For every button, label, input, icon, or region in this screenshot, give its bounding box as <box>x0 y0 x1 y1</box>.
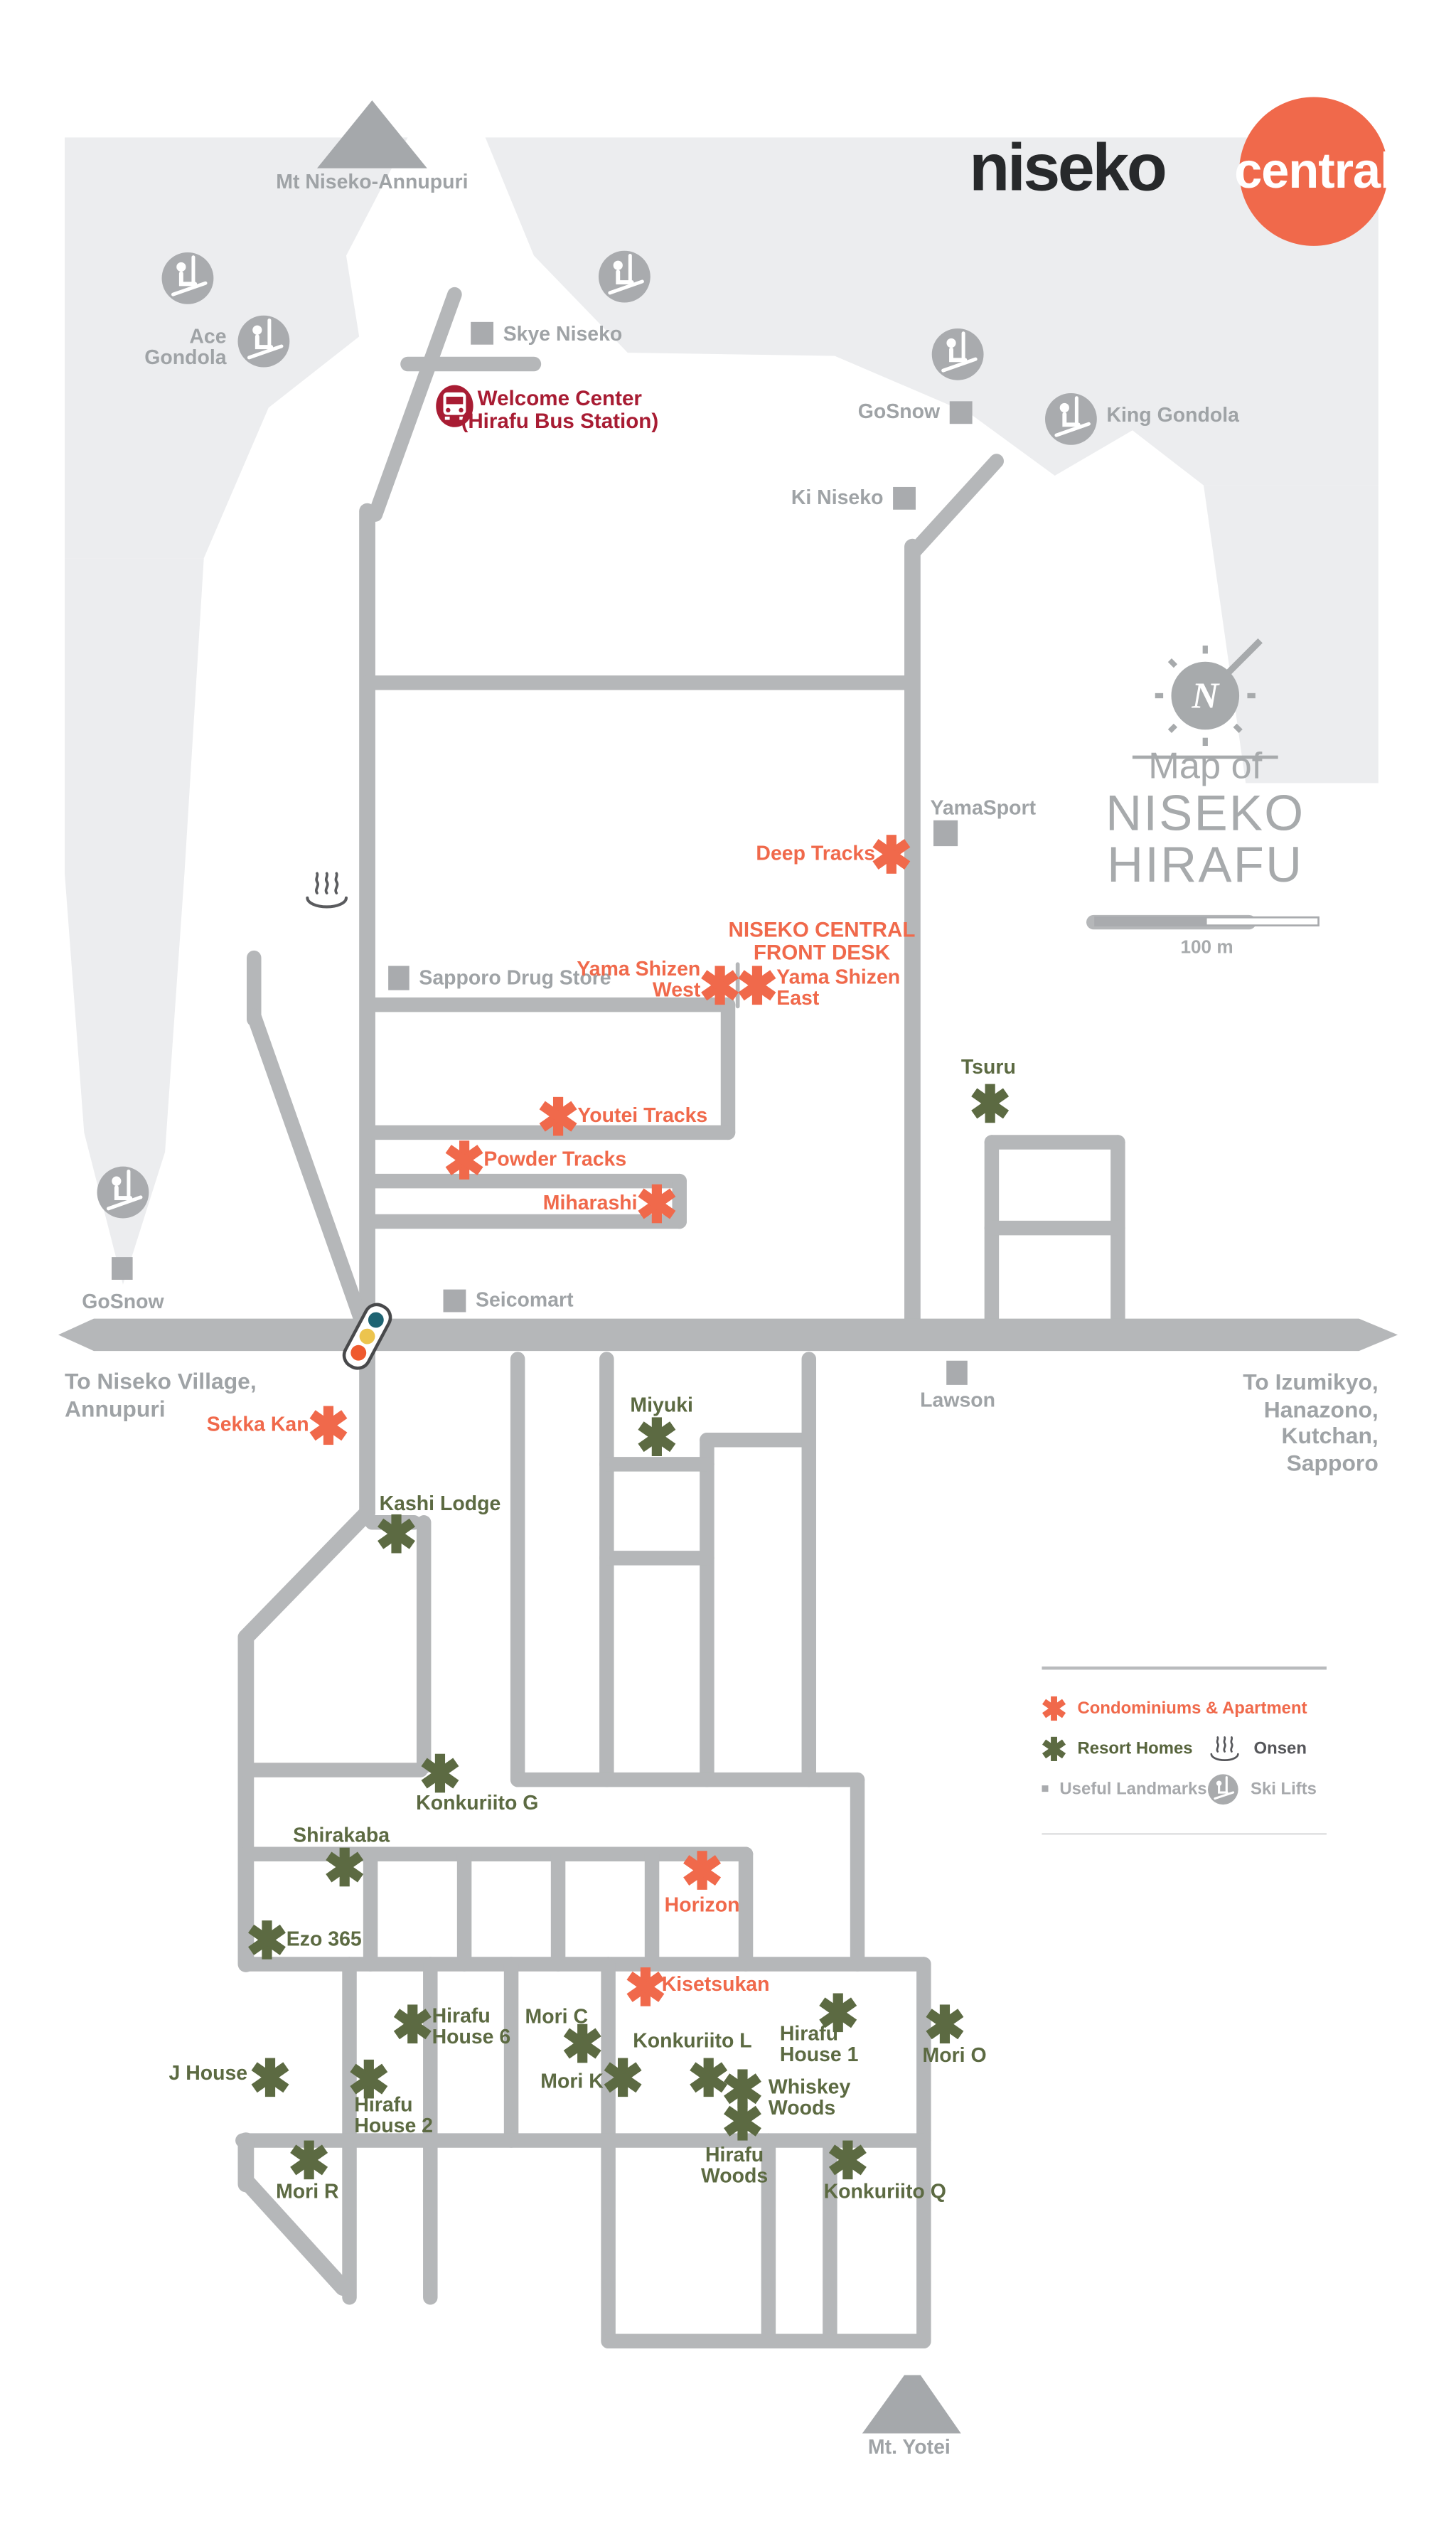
asterisk-arm <box>350 2063 388 2095</box>
resort-marker-miyuki <box>638 1417 676 1457</box>
road-segment <box>237 1504 375 1646</box>
asterisk-arm <box>251 2062 289 2093</box>
asterisk-arm <box>604 2062 642 2093</box>
condo-marker-deep-tracks <box>872 835 911 874</box>
ski-slope-area <box>65 137 408 559</box>
resort-marker-mori-c <box>563 2024 601 2063</box>
ski-lift-icon <box>598 250 651 303</box>
asterisk-arm <box>309 1410 348 1441</box>
resort-marker-shirakaba <box>326 1847 364 1887</box>
asterisk-arm <box>926 2009 964 2040</box>
asterisk-arm <box>421 1758 459 1789</box>
resort-marker-mori-r <box>290 2140 328 2180</box>
resort-marker-mori-o <box>926 2004 964 2044</box>
main-road <box>58 1318 1398 1352</box>
resort-marker-ezo-365 <box>248 1920 286 1960</box>
resort-marker-hirafu-woods <box>724 2101 761 2141</box>
asterisk-arm <box>819 1997 857 2028</box>
ski-lift-icon <box>97 1166 149 1219</box>
ski-lift-icon <box>237 315 290 368</box>
condo-marker-yama-shizen-east <box>738 966 776 1005</box>
ski-lift-icon <box>1045 392 1097 445</box>
landmark-square <box>949 401 973 424</box>
resort-marker-konkuriito-q <box>828 2140 867 2180</box>
road-segment <box>368 287 462 522</box>
condo-marker-youtei-tracks <box>539 1096 577 1136</box>
resort-marker-mori-k <box>604 2058 642 2097</box>
condo-marker-horizon <box>683 1851 722 1890</box>
road-segment <box>237 2173 351 2297</box>
resort-marker-konkuriito-g <box>421 1753 459 1793</box>
asterisk-arm <box>248 1924 286 1955</box>
resort-marker-kashi-lodge <box>378 1514 415 1554</box>
asterisk-arm <box>872 839 911 870</box>
resort-marker-tsuru <box>971 1084 1010 1123</box>
asterisk-arm <box>683 1855 722 1886</box>
condo-marker-sekka-kan <box>309 1406 348 1445</box>
asterisk-arm <box>738 970 776 1001</box>
landmark-square <box>443 1289 466 1313</box>
resort-marker-hirafu-house-6 <box>393 2004 432 2044</box>
condo-marker-miharashi <box>638 1184 676 1224</box>
asterisk-arm <box>539 1101 577 1132</box>
condo-marker-yama-shizen-west <box>701 966 739 1005</box>
asterisk-arm <box>393 2009 432 2040</box>
asterisk-arm <box>701 970 739 1001</box>
resort-marker-hirafu-house-2 <box>350 2059 388 2099</box>
svg-text:N: N <box>1191 675 1220 717</box>
ski-slope-area <box>65 558 204 1285</box>
landmark-square <box>388 966 410 990</box>
condo-marker-kisetsukan <box>626 1967 665 2006</box>
asterisk-arm <box>290 2144 328 2176</box>
asterisk-arm <box>563 2028 601 2059</box>
resort-marker-whiskey-woods <box>724 2069 761 2109</box>
asterisk-arm <box>638 1421 676 1453</box>
road-segment <box>905 454 1004 561</box>
landmark-square <box>933 820 958 847</box>
mountain-icon <box>862 2375 961 2434</box>
mountain-icon <box>317 100 427 169</box>
asterisk-arm <box>724 2073 761 2105</box>
resort-marker-j-house <box>251 2058 289 2097</box>
asterisk-arm <box>690 2062 728 2093</box>
condo-marker-powder-tracks <box>445 1140 483 1180</box>
landmark-square <box>112 1257 133 1280</box>
ski-slope-area <box>1204 485 1379 784</box>
asterisk-arm <box>626 1971 665 2002</box>
ski-lift-icon <box>161 252 214 304</box>
asterisk-arm <box>445 1145 483 1176</box>
onsen-icon <box>306 872 348 909</box>
asterisk-arm <box>724 2105 761 2137</box>
asterisk-arm <box>378 1518 415 1549</box>
landmark-square <box>471 321 494 345</box>
asterisk-arm <box>828 2144 867 2176</box>
compass-icon: N <box>1132 638 1278 759</box>
asterisk-arm <box>971 1088 1010 1119</box>
ski-slope-area <box>485 137 1379 486</box>
landmark-square <box>946 1360 968 1385</box>
road-segment <box>247 1008 370 1331</box>
resort-marker-hirafu-house-1 <box>819 1993 857 2033</box>
bus-station-icon <box>436 385 473 427</box>
traffic-light-icon <box>342 1303 392 1370</box>
resort-marker-konkuriito-l <box>690 2058 728 2097</box>
ski-lift-icon <box>931 328 984 380</box>
landmark-square <box>893 486 916 510</box>
asterisk-arm <box>638 1188 676 1219</box>
asterisk-arm <box>326 1851 364 1883</box>
